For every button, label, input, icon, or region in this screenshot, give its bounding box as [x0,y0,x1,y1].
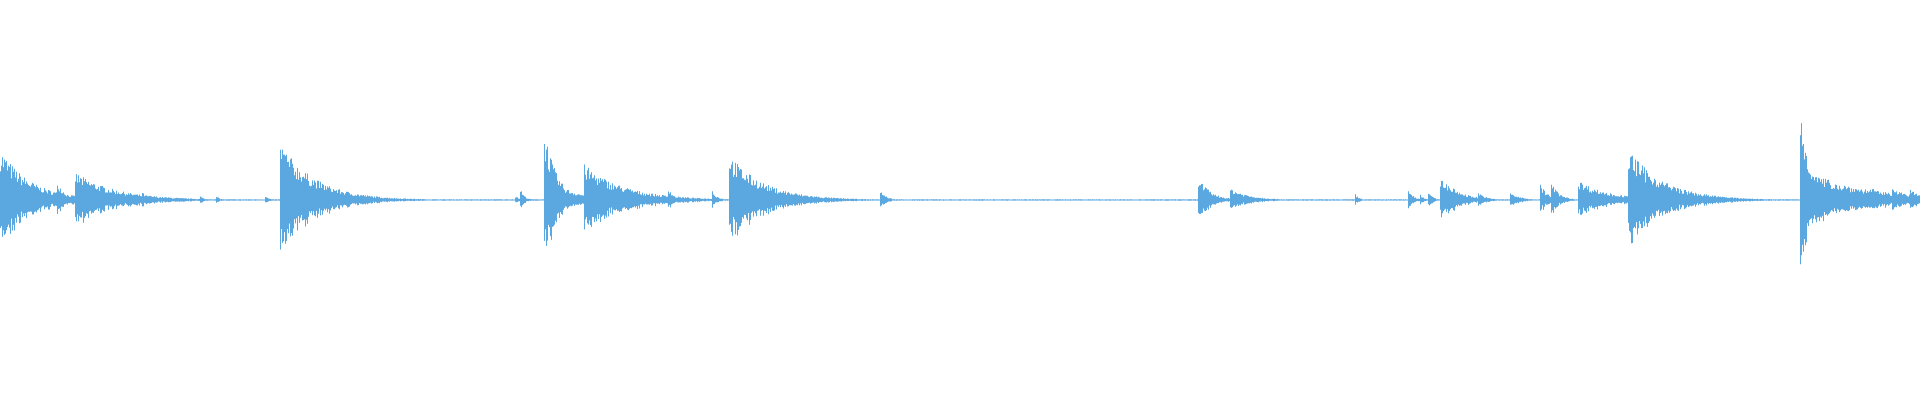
waveform-trace [0,123,1920,265]
